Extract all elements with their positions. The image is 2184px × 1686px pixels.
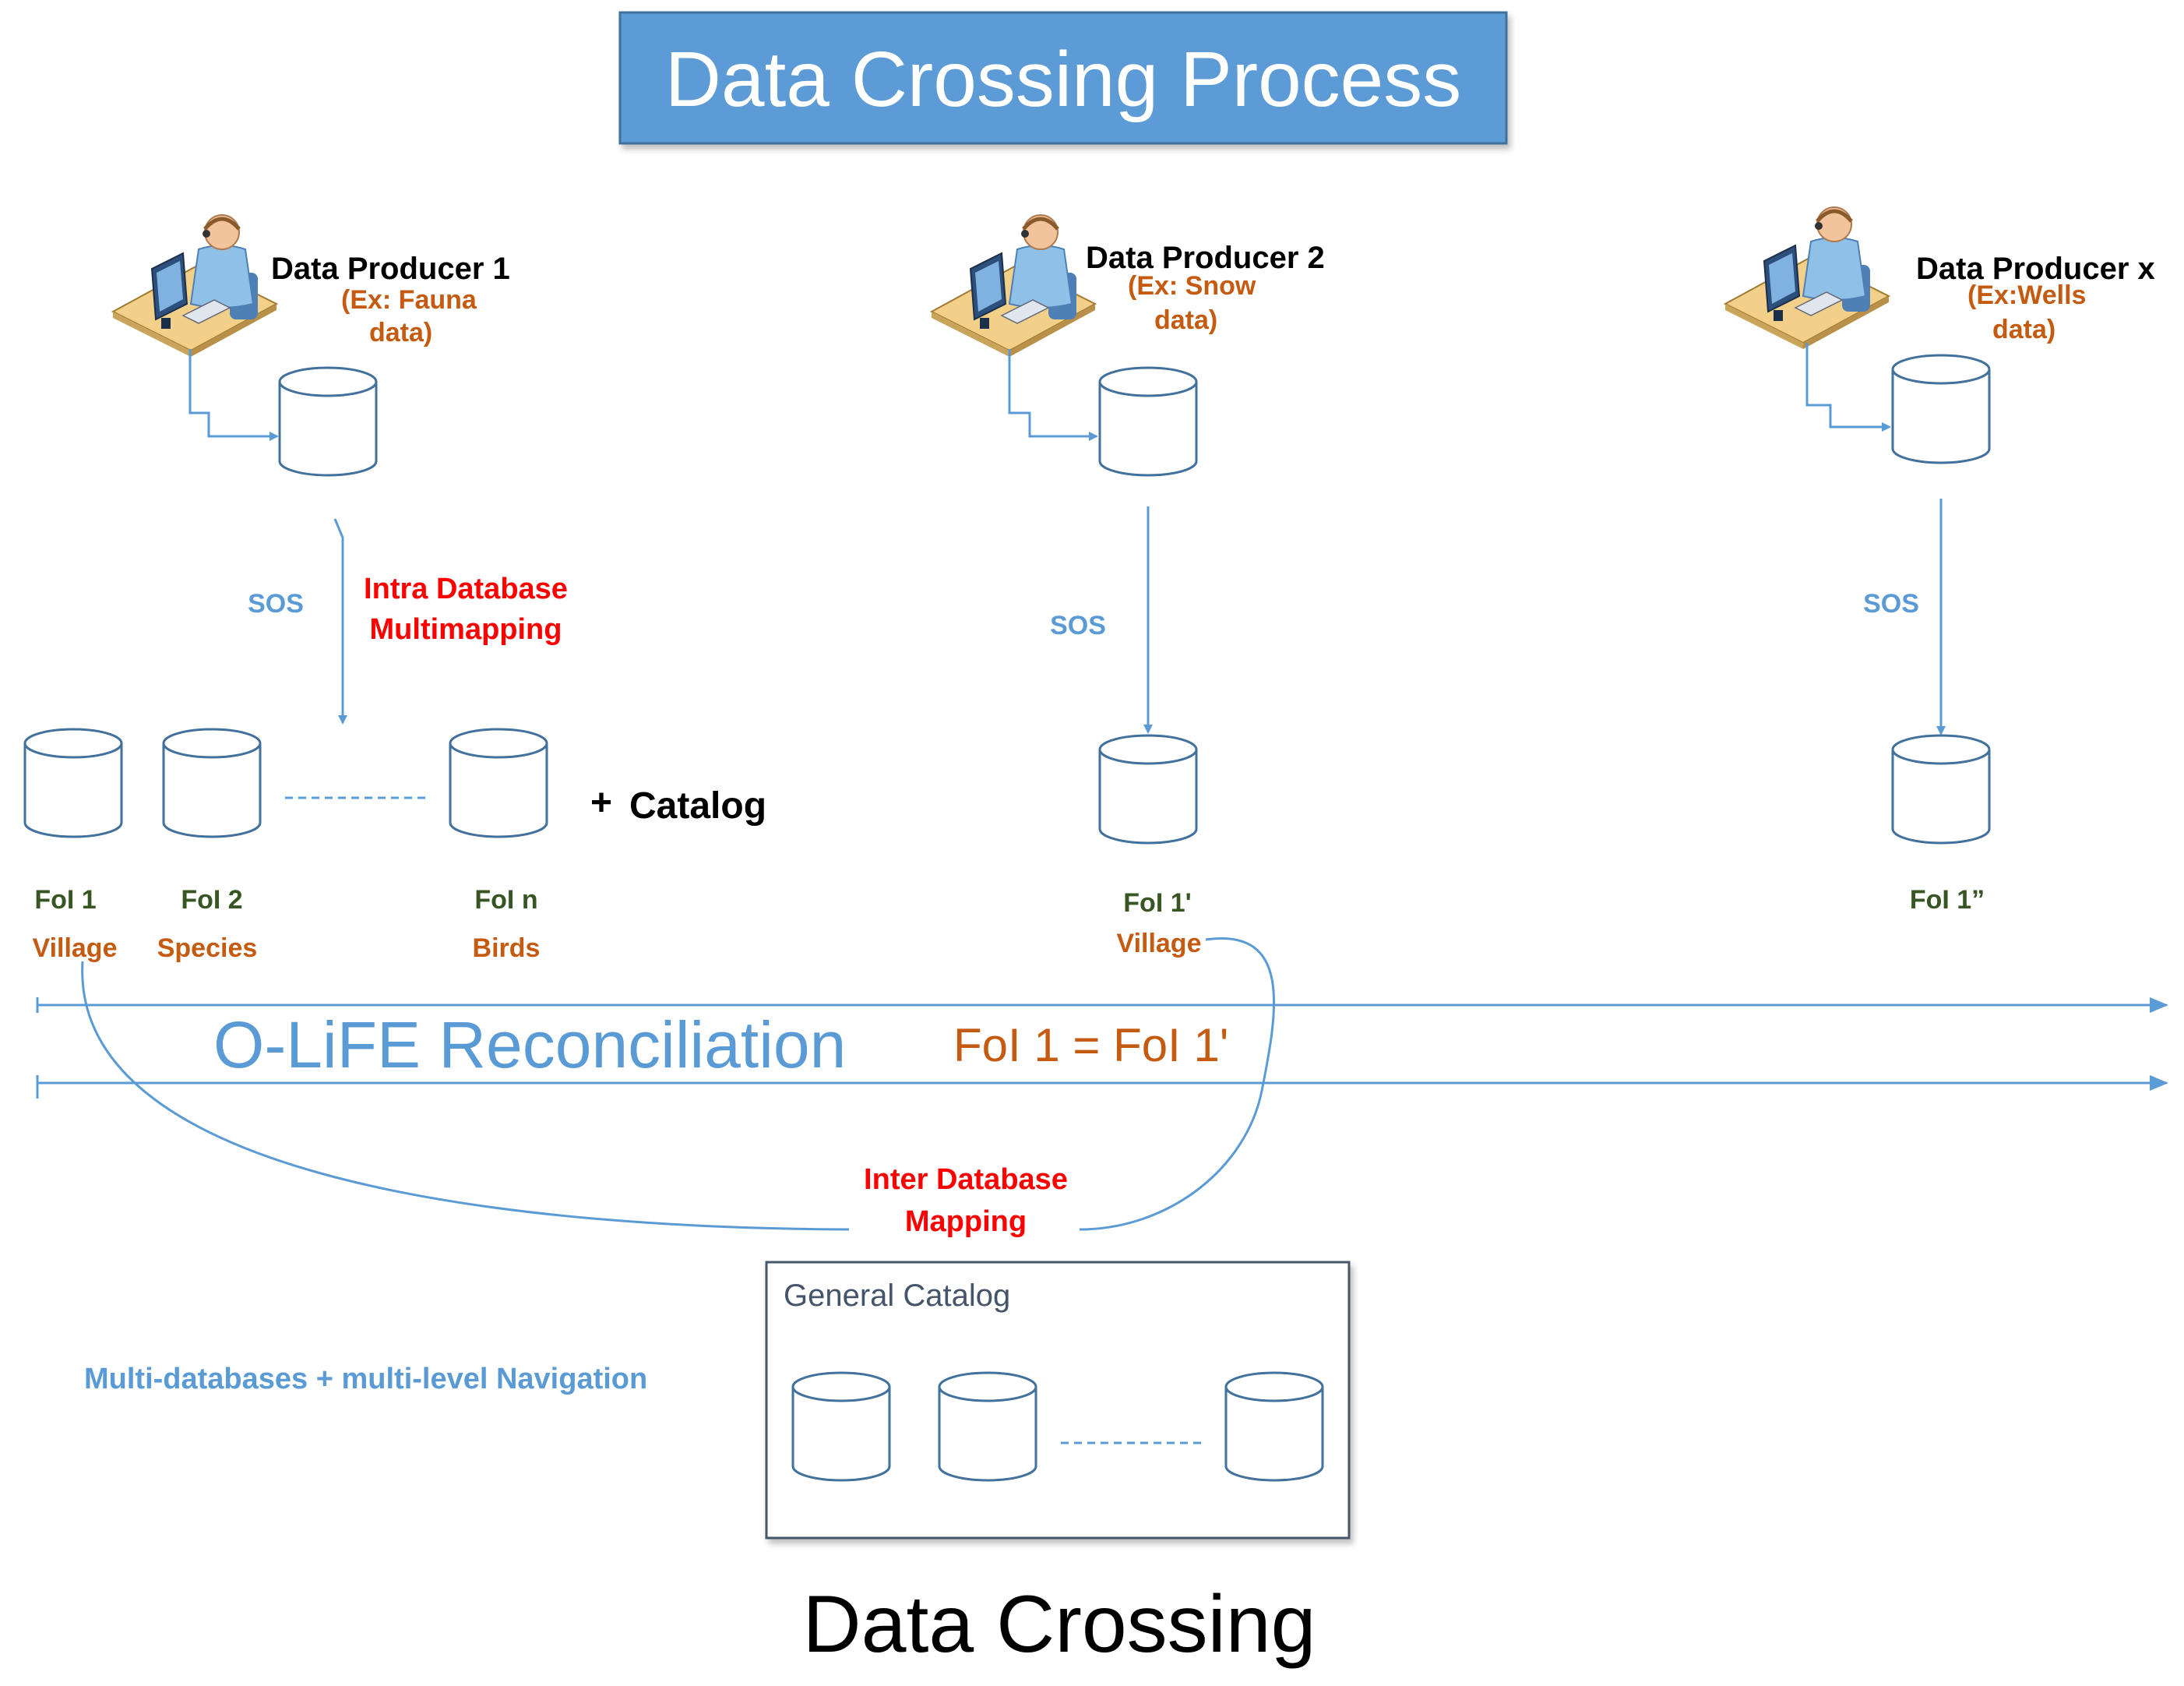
sos-label: SOS [1050, 611, 1106, 640]
mapping-curve [1079, 937, 1276, 1231]
arrow-icon [333, 518, 347, 725]
producer-x-example: (Ex:Wells [1967, 280, 2086, 310]
producer-2-name: Data Producer 2 [1086, 241, 1325, 275]
database-icon [162, 728, 262, 838]
producer-2-example-cont: data) [1154, 305, 1217, 335]
database-icon [278, 366, 378, 477]
producer-1-example: (Ex: Fauna [341, 285, 477, 315]
multi-navigation-label: Multi-databases + multi-level Navigation [84, 1363, 647, 1395]
foi-n-label: FoI n [474, 885, 537, 915]
foi-2-label: FoI 2 [181, 885, 242, 915]
footer-title: Data Crossing [803, 1579, 1316, 1670]
title-banner: Data Crossing Process [618, 11, 1508, 145]
plus-sign: + [590, 782, 612, 824]
sos-label: SOS [1863, 589, 1919, 619]
database-icon [1891, 354, 1991, 464]
producer-x: Data Producer x (Ex:Wells data) SOS FoI … [1725, 207, 2155, 915]
producer-1-fois: + Catalog FoI 1 Village FoI 2 Species Fo… [23, 728, 766, 963]
producer-2-example: (Ex: Snow [1128, 271, 1256, 301]
producer-2: Data Producer 2 (Ex: Snow data) SOS FoI … [932, 215, 1325, 958]
operator-workstation-icon [113, 215, 277, 357]
catalog-label: Catalog [629, 785, 766, 827]
foi-1-prime-sub: Village [1117, 929, 1202, 958]
reconciliation-label: O-LiFE Reconciliation [213, 1008, 846, 1081]
operator-workstation-icon [1725, 207, 1889, 349]
inter-mapping-label: Inter Database [864, 1163, 1068, 1196]
database-icon [23, 728, 123, 838]
general-catalog-label: General Catalog [784, 1279, 1010, 1313]
foi-1-double-prime-label: FoI 1” [1910, 885, 1985, 915]
database-icon [1098, 734, 1198, 845]
intra-mapping-label-cont: Multimapping [370, 613, 562, 646]
inter-mapping: Inter Database Mapping [81, 937, 1276, 1238]
producer-1-name: Data Producer 1 [271, 252, 510, 286]
foi-1-label: FoI 1 [34, 885, 96, 915]
reconciliation-band: O-LiFE Reconciliation FoI 1 = FoI 1' [36, 997, 2168, 1099]
producer-x-example-cont: data) [1992, 315, 2055, 344]
producer-1-example-cont: data) [369, 318, 432, 347]
sos-label: SOS [248, 589, 304, 619]
arrow-icon [188, 349, 279, 441]
inter-mapping-label-cont: Mapping [905, 1205, 1027, 1238]
database-icon [449, 728, 548, 838]
database-icon [1891, 734, 1991, 845]
intra-mapping-label: Intra Database [364, 573, 568, 605]
foi-n-sub: Birds [473, 933, 541, 963]
database-icon [1098, 366, 1198, 477]
arrow-icon [1805, 343, 1891, 432]
producer-x-name: Data Producer x [1916, 252, 2155, 286]
producer-1: Data Producer 1 (Ex: Fauna data) SOS Int… [113, 215, 568, 725]
foi-1-prime-label: FoI 1' [1123, 888, 1191, 918]
foi-1-sub: Village [33, 933, 118, 963]
database-icon [938, 1371, 1037, 1482]
operator-workstation-icon [932, 215, 1095, 357]
arrow-icon [1008, 349, 1098, 441]
database-icon [1224, 1371, 1324, 1482]
general-catalog-box: General Catalog [765, 1261, 1351, 1540]
database-icon [791, 1371, 891, 1482]
foi-2-sub: Species [157, 933, 258, 963]
page-title: Data Crossing Process [665, 36, 1462, 123]
mapping-curve [81, 961, 850, 1231]
foi-equation: FoI 1 = FoI 1' [953, 1019, 1228, 1071]
